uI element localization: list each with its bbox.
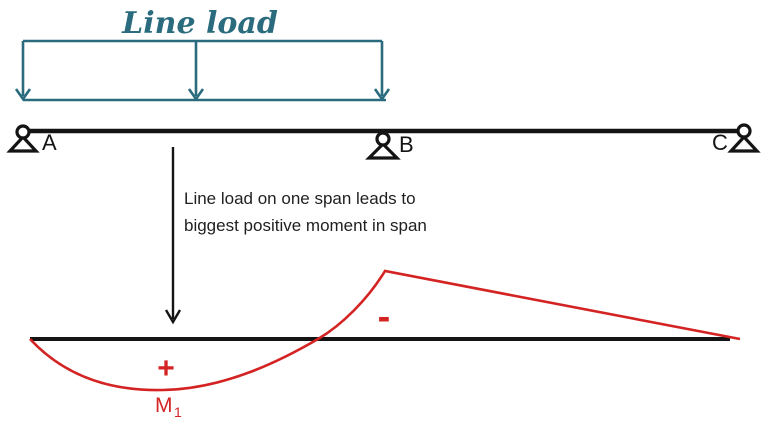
moment-curve <box>29 269 741 392</box>
moment-m1-label: M <box>155 394 173 417</box>
pin-support-icon <box>6 124 40 153</box>
line-load-symbol <box>14 39 391 102</box>
support-c-triangle <box>727 134 761 153</box>
down-arrow-icon <box>187 41 205 102</box>
annotation-line-1: Line load on one span leads to <box>184 189 416 208</box>
diagram-title: Line load <box>121 6 278 41</box>
annotation-line-2: biggest positive moment in span <box>184 216 427 235</box>
support-b-triangle <box>365 141 401 160</box>
negative-moment-sign: - <box>378 296 391 338</box>
load-arrow-middle-head <box>187 88 205 102</box>
support-a-label: A <box>42 130 57 155</box>
support-a-triangle <box>6 134 40 153</box>
support-c-label: C <box>712 130 728 155</box>
support-b-label: B <box>399 132 414 157</box>
positive-moment-sign: + <box>157 352 175 385</box>
down-arrow-icon <box>14 41 32 102</box>
pin-support-icon <box>727 123 761 153</box>
down-arrow-icon <box>164 147 182 325</box>
moment-m1-subscript: 1 <box>174 404 182 420</box>
load-arrow-right-head <box>373 88 391 102</box>
load-arrow-left-head <box>14 88 32 102</box>
support-a-hinge-circle <box>15 124 31 140</box>
down-arrow-icon <box>373 41 391 102</box>
annotation-arrow-head <box>164 309 182 325</box>
support-b-hinge-circle <box>375 131 391 147</box>
support-c-hinge-circle <box>736 123 752 139</box>
pin-support-icon <box>365 131 401 160</box>
